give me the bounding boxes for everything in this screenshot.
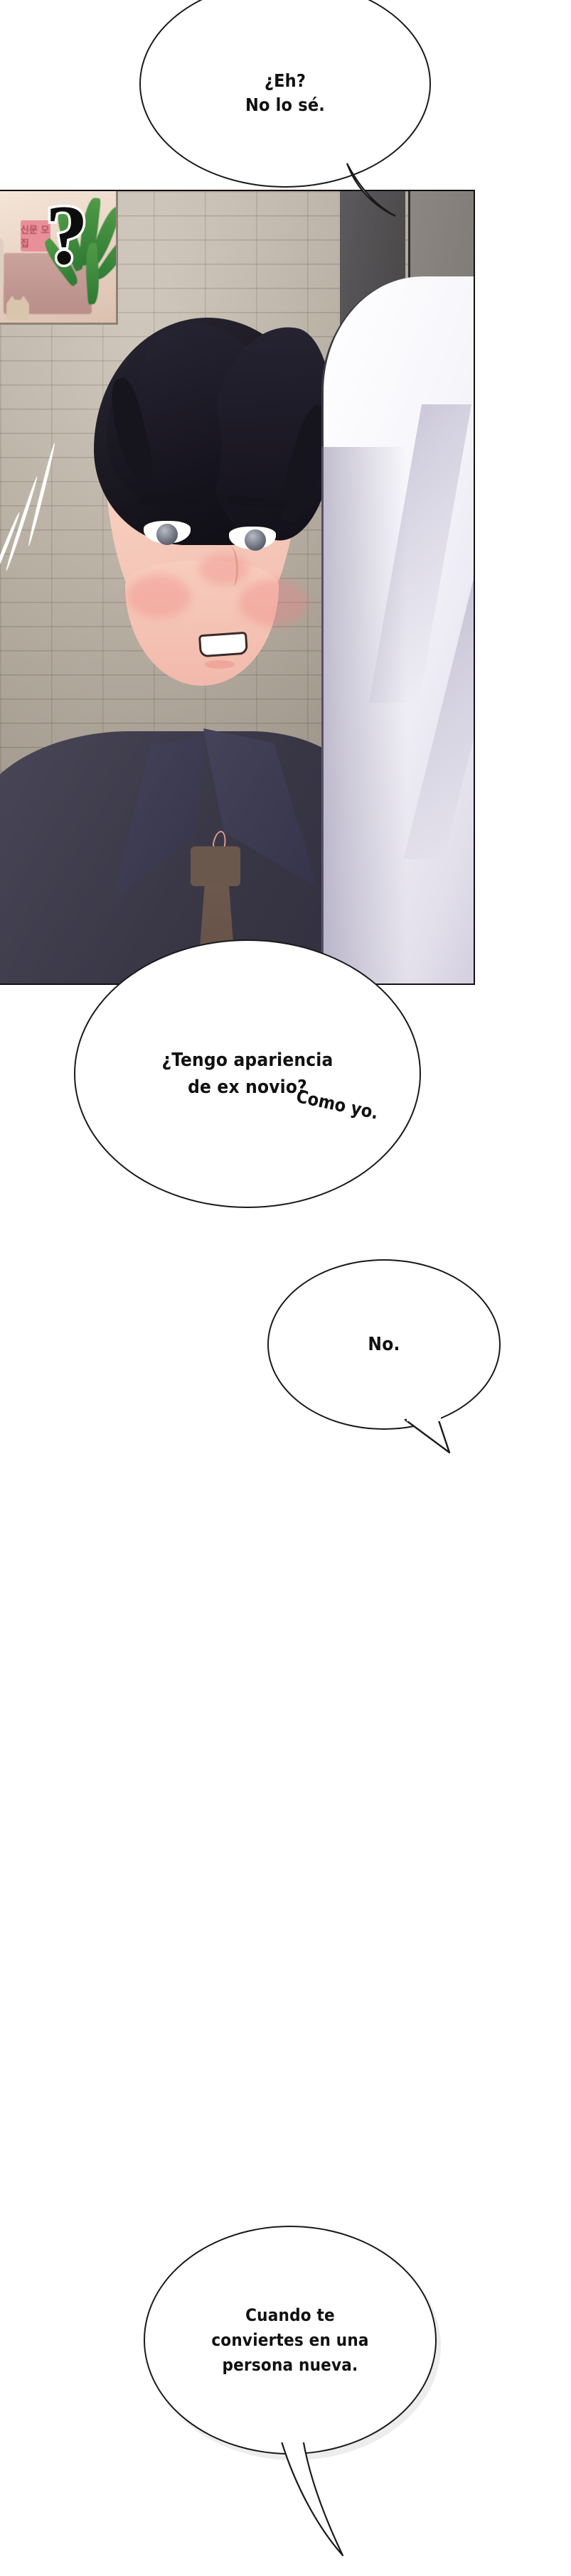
- mouth-open: [198, 631, 249, 658]
- bubble-4-line-3: persona nueva.: [222, 2354, 358, 2375]
- bubble-4-text: Cuando te conviertes en una persona nuev…: [211, 2303, 368, 2378]
- iris-right: [245, 529, 266, 551]
- blush-nose: [199, 554, 249, 585]
- bubble-3-line-1: No.: [368, 1334, 400, 1355]
- blush-cheek-right: [239, 579, 307, 626]
- speech-bubble-1: ¿Eh? No lo sé.: [139, 0, 431, 217]
- lower-lip: [205, 660, 235, 669]
- speech-bubble-2: ¿Tengo apariencia de ex novio?: [74, 939, 421, 1208]
- shop-sign-text: 신문 모집: [21, 225, 50, 249]
- bubble-3-text: No.: [368, 1332, 400, 1357]
- bubble-2-line-1: ¿Tengo apariencia: [161, 1050, 333, 1071]
- panel-artwork: 신문 모집 ?: [0, 191, 474, 983]
- necktie-knot: [191, 846, 240, 886]
- bubble-1-text: ¿Eh? No lo sé.: [245, 69, 325, 117]
- cat-figurine: [6, 296, 29, 320]
- bubble-2-text: ¿Tengo apariencia de ex novio?: [162, 1047, 333, 1101]
- nose: [225, 546, 238, 586]
- bubble-2-line-2: de ex novio?: [188, 1077, 307, 1098]
- comic-panel-street-scene: 신문 모집 ?: [0, 190, 475, 985]
- speech-bubble-3: No.: [267, 1259, 501, 1454]
- bubble-4-tail-icon: [280, 2437, 344, 2557]
- question-mark-icon: ?: [43, 190, 91, 282]
- bubble-4-line-1: Cuando te: [245, 2305, 335, 2325]
- white-sleeve-shadow: [321, 447, 407, 983]
- bubble-1-line-2: No lo sé.: [245, 95, 326, 115]
- bubble-1-line-1: ¿Eh?: [264, 70, 306, 91]
- bubble-4-line-2: conviertes en una: [211, 2329, 369, 2350]
- bubble-3-tail-icon: [404, 1417, 451, 1454]
- storefront-window: 신문 모집: [0, 191, 118, 325]
- speech-bubble-4: Cuando te conviertes en una persona nuev…: [144, 2226, 437, 2557]
- shop-doorway: [0, 237, 4, 289]
- iris-left: [156, 524, 178, 545]
- blush-cheek-left: [127, 575, 191, 618]
